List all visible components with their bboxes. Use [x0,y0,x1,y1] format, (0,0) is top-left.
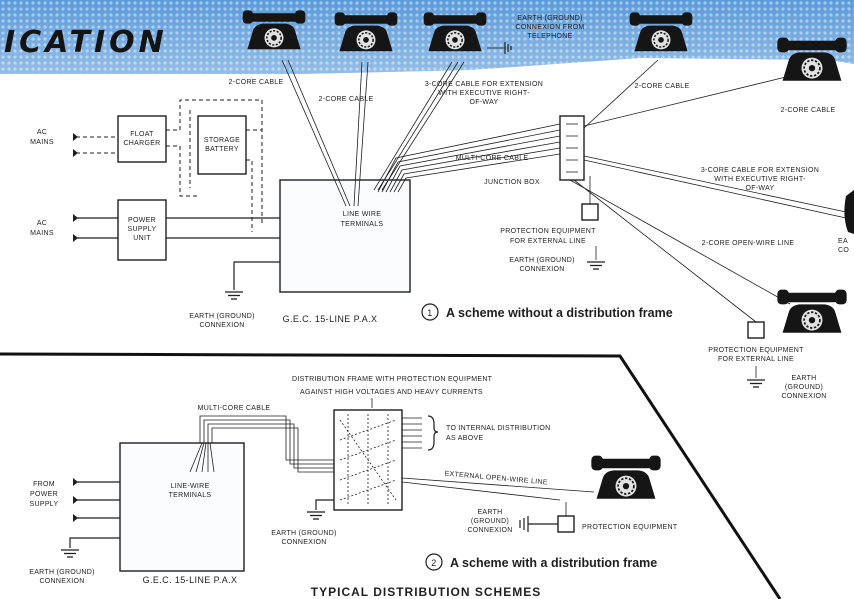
svg-text:2-CORE CABLE: 2-CORE CABLE [319,96,374,103]
svg-text:1: 1 [427,308,432,318]
footer-title: TYPICAL DISTRIBUTION SCHEMES [311,585,541,599]
section-divider [0,352,782,599]
telephone-icon [590,454,662,500]
svg-text:2-CORE OPEN-WIRE LINE: 2-CORE OPEN-WIRE LINE [702,240,795,247]
scheme-2: DISTRIBUTION FRAME WITH PROTECTION EQUIP… [29,376,678,585]
scheme-2-caption: A scheme with a distribution frame [450,556,657,570]
protection-equipment-box [557,515,575,533]
scheme-1-caption: A scheme without a distribution frame [446,306,673,320]
svg-text:MULTI-CORE CABLE: MULTI-CORE CABLE [198,405,271,412]
telephone-icon [776,288,848,334]
svg-text:2-CORE CABLE: 2-CORE CABLE [635,83,690,90]
svg-text:JUNCTION BOX: JUNCTION BOX [484,179,540,186]
storage-battery-box [197,115,247,175]
svg-text:2-CORE CABLE: 2-CORE CABLE [781,107,836,114]
svg-text:DISTRIBUTION FRAME WITH PROTEC: DISTRIBUTION FRAME WITH PROTECTION EQUIP… [292,376,493,396]
power-supply-unit-box [117,199,167,261]
svg-text:2: 2 [431,558,436,568]
float-charger-box [117,115,167,163]
svg-text:2-CORE CABLE: 2-CORE CABLE [229,79,284,86]
header-title: ICATION [4,25,168,60]
svg-text:EARTH(GROUND)CONNEXION: EARTH(GROUND)CONNEXION [781,375,826,400]
protection-equipment-box [747,321,765,339]
earth-icon [586,261,606,270]
svg-text:EARTH (GROUND)CONNEXION: EARTH (GROUND)CONNEXION [29,569,95,585]
svg-text:MULTI-CORE CABLE: MULTI-CORE CABLE [456,155,529,162]
svg-text:EXTERNAL OPEN-WIRE LINE: EXTERNAL OPEN-WIRE LINE [444,471,548,487]
svg-text:PROTECTION EQUIPMENT: PROTECTION EQUIPMENT [582,524,678,531]
pax-label: G.E.C. 15-LINE P.A.X [283,314,378,324]
header-banner: ICATION [0,0,854,74]
pax-unit [279,179,411,293]
earth-icon [746,379,766,388]
earth-icon [306,511,326,520]
earth-icon [60,549,80,558]
svg-text:EARTH (GROUND)CONNEXION: EARTH (GROUND)CONNEXION [509,257,575,273]
svg-text:EARTH (GROUND)CONNEXION: EARTH (GROUND)CONNEXION [271,530,337,546]
pax-label: G.E.C. 15-LINE P.A.X [143,575,238,585]
protection-equipment-box [581,203,599,221]
pax-unit [119,442,245,572]
svg-text:EARTH (GROUND)CONNEXION: EARTH (GROUND)CONNEXION [189,313,255,329]
earth-icon [224,291,244,300]
svg-text:EARTH(GROUND)CONNEXION: EARTH(GROUND)CONNEXION [467,509,512,534]
